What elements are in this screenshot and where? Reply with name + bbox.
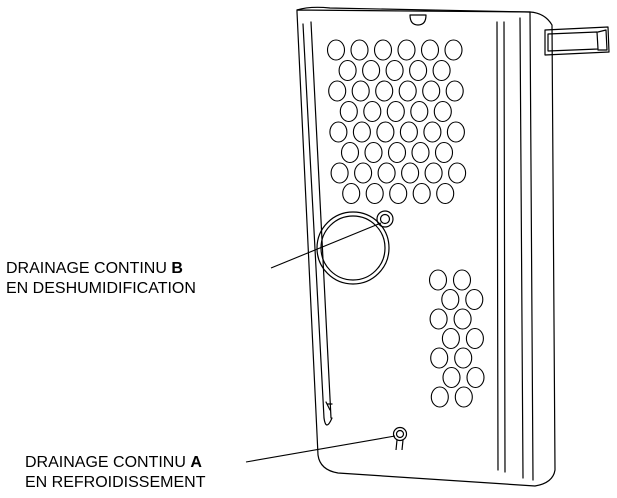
vent-hole bbox=[412, 182, 431, 205]
vent-hole bbox=[420, 39, 440, 61]
vent-hole bbox=[339, 100, 358, 123]
vent-hole bbox=[433, 100, 452, 123]
side-handle-right bbox=[597, 29, 608, 51]
vent-hole bbox=[362, 59, 381, 82]
vent-hole bbox=[375, 80, 394, 102]
vent-hole bbox=[330, 162, 349, 184]
drain-fitting-b-inner bbox=[379, 213, 391, 225]
vent-hole bbox=[465, 327, 484, 350]
vent-hole bbox=[328, 80, 347, 102]
left-rail-inner bbox=[310, 21, 332, 419]
vent-hole bbox=[364, 141, 383, 164]
callout-a-line2: EN REFROIDISSEMENT bbox=[25, 474, 206, 491]
vent-hole bbox=[454, 347, 473, 369]
vent-hole bbox=[445, 80, 464, 102]
vent-hole bbox=[342, 182, 361, 205]
vent-hole bbox=[465, 288, 484, 311]
side-panel-edge-inner bbox=[519, 17, 524, 479]
top-edge bbox=[296, 6, 531, 13]
vent-hole bbox=[338, 59, 357, 82]
vent-hole bbox=[429, 308, 448, 330]
drain-fitting-b-outer bbox=[376, 210, 394, 228]
vent-hole bbox=[441, 288, 460, 311]
vent-hole bbox=[446, 121, 465, 143]
vent-hole bbox=[397, 39, 416, 61]
callout-b-letter: B bbox=[171, 260, 183, 277]
large-access-port-outer bbox=[316, 211, 390, 285]
drain-fitting-a-inner bbox=[395, 429, 405, 439]
vent-hole bbox=[387, 141, 407, 164]
callout-a-letter: A bbox=[190, 454, 202, 471]
vent-hole bbox=[410, 100, 429, 123]
vent-hole bbox=[428, 269, 448, 291]
vent-hole bbox=[377, 162, 396, 184]
cabinet-outline bbox=[296, 9, 556, 487]
vent-hole bbox=[453, 308, 472, 330]
vent-hole bbox=[448, 162, 467, 184]
vent-hole bbox=[436, 182, 455, 205]
vent-hole bbox=[326, 39, 346, 61]
leader-line-b bbox=[270, 222, 382, 269]
vent-hole bbox=[354, 162, 373, 184]
ventilation-grid-lower bbox=[428, 269, 485, 408]
vent-hole bbox=[442, 366, 461, 389]
vent-hole bbox=[385, 59, 404, 82]
vent-hole bbox=[376, 121, 395, 143]
vent-hole bbox=[466, 366, 485, 389]
side-panel-edge bbox=[529, 11, 534, 481]
callout-label-b: DRAINAGE CONTINU B EN DESHUMIDIFICATION bbox=[6, 259, 196, 299]
vent-hole bbox=[432, 59, 451, 82]
vent-hole bbox=[401, 162, 420, 184]
vent-hole bbox=[423, 121, 442, 143]
vent-hole bbox=[409, 59, 428, 82]
vent-hole bbox=[373, 39, 393, 61]
vent-hole bbox=[424, 162, 443, 184]
vent-hole bbox=[329, 121, 348, 143]
vent-hole bbox=[444, 39, 463, 61]
vent-hole bbox=[386, 100, 405, 123]
ventilation-grid-upper bbox=[326, 39, 467, 205]
right-rail-outer bbox=[496, 21, 499, 471]
vent-hole bbox=[389, 182, 408, 205]
vent-hole bbox=[365, 182, 384, 205]
vent-hole bbox=[352, 121, 371, 143]
vent-hole bbox=[422, 80, 441, 102]
vent-hole bbox=[411, 141, 430, 164]
vent-hole bbox=[434, 141, 454, 164]
vent-hole bbox=[340, 141, 360, 164]
side-handle bbox=[544, 26, 610, 56]
vent-hole bbox=[399, 121, 418, 143]
left-rail-foot-bracket bbox=[325, 401, 333, 411]
left-rail-foot bbox=[323, 417, 333, 426]
side-handle-inner bbox=[547, 31, 599, 52]
drain-fitting-a-outer bbox=[392, 426, 408, 442]
left-rail-outer bbox=[302, 23, 325, 419]
drain-fitting-a-stem bbox=[395, 439, 404, 451]
vent-hole bbox=[398, 80, 417, 102]
callout-a-line1: DRAINAGE CONTINU bbox=[25, 454, 186, 471]
vent-hole bbox=[430, 386, 449, 408]
vent-hole bbox=[430, 347, 449, 369]
vent-hole bbox=[441, 327, 460, 350]
callout-label-a: DRAINAGE CONTINU A EN REFROIDISSEMENT bbox=[25, 453, 205, 493]
vent-hole bbox=[452, 269, 472, 291]
vent-hole bbox=[351, 80, 370, 102]
vent-hole bbox=[350, 39, 369, 61]
vent-hole bbox=[454, 386, 473, 408]
leader-line-a bbox=[245, 435, 396, 463]
callout-b-line2: EN DESHUMIDIFICATION bbox=[6, 280, 196, 297]
top-tab bbox=[409, 14, 427, 26]
vent-hole bbox=[363, 100, 382, 123]
right-rail-inner bbox=[503, 21, 506, 473]
callout-b-line1: DRAINAGE CONTINU bbox=[6, 260, 167, 277]
